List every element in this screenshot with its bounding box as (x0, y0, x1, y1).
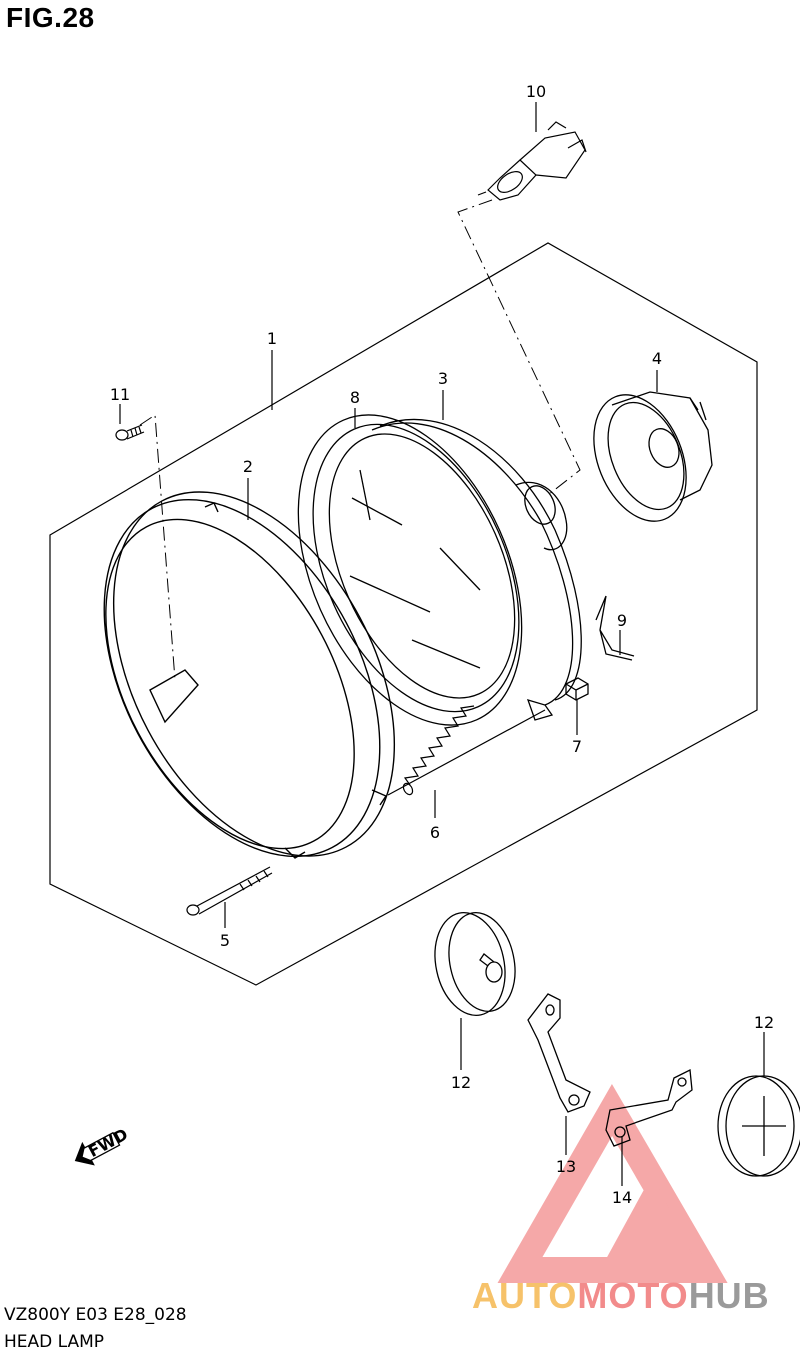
callout-13: 13 (556, 1157, 576, 1176)
housing-part (371, 418, 582, 721)
callout-5: 5 (220, 931, 230, 950)
callout-1: 1 (267, 329, 277, 348)
callout-9: 9 (617, 611, 627, 630)
bolt-part (186, 866, 273, 916)
screw-part (115, 424, 145, 441)
lens-part (297, 414, 523, 726)
socket-cover-part (593, 391, 713, 522)
callout-12-cap: 12 (754, 1013, 774, 1032)
fwd-label: FWD (85, 1125, 131, 1161)
callout-11: 11 (110, 385, 130, 404)
fwd-arrow-icon: FWD (74, 1125, 131, 1166)
watermark-logo-icon (497, 1084, 728, 1283)
watermark-part-hub: HUB (688, 1275, 770, 1316)
callout-6: 6 (430, 823, 440, 842)
footer-model-code: VZ800Y E03 E28_028 (4, 1305, 187, 1325)
assembly-boundary (49, 242, 758, 986)
figure-title: FIG.28 (6, 2, 95, 33)
callout-2: 2 (243, 457, 253, 476)
leader-lines (139, 199, 581, 681)
grommet-part-1 (434, 911, 516, 1017)
callout-14: 14 (612, 1188, 632, 1207)
bulb-part (477, 121, 587, 201)
stay-bracket-part (527, 993, 591, 1113)
callout-numbers: 1 2 3 4 5 6 7 8 9 10 11 12 12 12 13 14 (110, 82, 774, 1207)
callout-7: 7 (572, 737, 582, 756)
spring-part (387, 705, 546, 796)
spring-clip-part (595, 595, 635, 661)
callout-leaders (119, 102, 765, 1186)
watermark-brand: AUTOMOTOHUB (472, 1275, 770, 1317)
footer-section-name: HEAD LAMP (4, 1332, 105, 1352)
watermark-part-moto: MOTO (577, 1275, 689, 1316)
nut-part (565, 677, 589, 701)
callout-8: 8 (350, 388, 360, 407)
callout-3: 3 (438, 369, 448, 388)
cap-part (717, 1075, 800, 1177)
callout-12-grommet: 12 (451, 1073, 471, 1092)
watermark-part-auto: AUTO (472, 1275, 578, 1316)
callout-4: 4 (652, 349, 662, 368)
rim-part (103, 491, 396, 859)
bracket-part (605, 1068, 693, 1147)
callout-10: 10 (526, 82, 546, 101)
